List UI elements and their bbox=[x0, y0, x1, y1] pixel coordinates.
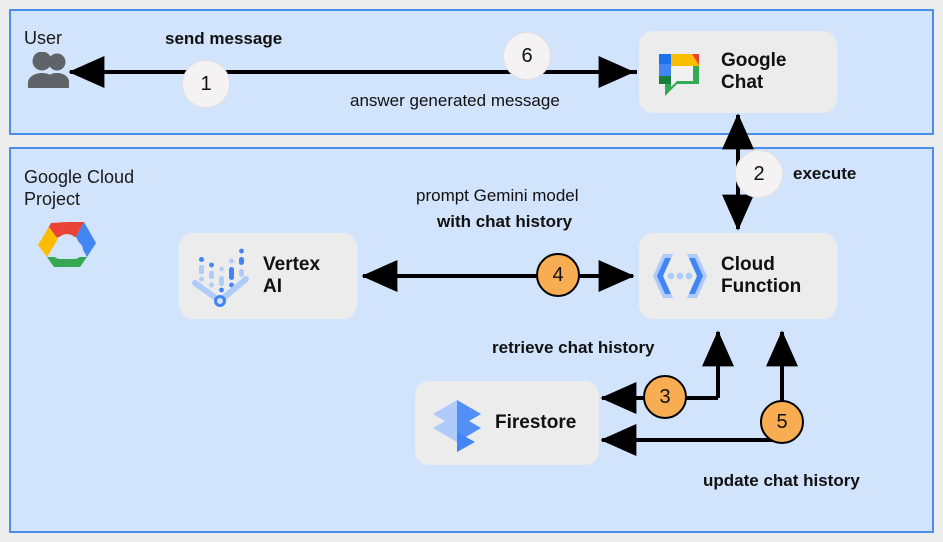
users-icon bbox=[24, 51, 76, 97]
cloud-function-icon bbox=[651, 248, 709, 304]
node-google-chat[interactable]: Google Chat bbox=[639, 31, 837, 113]
panel-gcp-title: Google Cloud Project bbox=[24, 167, 135, 209]
edge-label-prompt-gemini-model: prompt Gemini model bbox=[416, 186, 579, 205]
firestore-icon bbox=[429, 394, 485, 452]
node-vertex-ai-label: Vertex AI bbox=[263, 254, 321, 297]
node-vertex-ai[interactable]: Vertex AI bbox=[179, 233, 357, 319]
node-firestore[interactable]: Firestore bbox=[415, 381, 599, 465]
step-badge-4: 4 bbox=[536, 253, 580, 297]
node-cloud-function[interactable]: Cloud Function bbox=[639, 233, 837, 319]
node-google-chat-label: Google Chat bbox=[721, 50, 787, 93]
node-firestore-label: Firestore bbox=[495, 412, 577, 433]
step-badge-6: 6 bbox=[503, 32, 551, 80]
edge-label-update-chat-history: update chat history bbox=[703, 471, 860, 490]
edge-label-with-chat-history: with chat history bbox=[437, 212, 573, 231]
step-badge-5: 5 bbox=[760, 400, 804, 444]
edge-label-retrieve-chat-history: retrieve chat history bbox=[492, 338, 655, 357]
node-cloud-function-label: Cloud Function bbox=[721, 254, 802, 297]
panel-user-title: User bbox=[24, 28, 63, 48]
step-badge-3: 3 bbox=[643, 375, 687, 419]
step-badge-1: 1 bbox=[182, 60, 230, 108]
google-chat-icon bbox=[651, 44, 707, 100]
edge-label-execute: execute bbox=[793, 164, 857, 183]
edge-label-send-message: send message bbox=[165, 29, 283, 48]
vertex-ai-icon bbox=[191, 245, 251, 307]
step-badge-2: 2 bbox=[735, 150, 783, 198]
edge-label-answer-generated-message: answer generated message bbox=[350, 91, 560, 110]
google-cloud-logo-icon bbox=[36, 219, 98, 274]
